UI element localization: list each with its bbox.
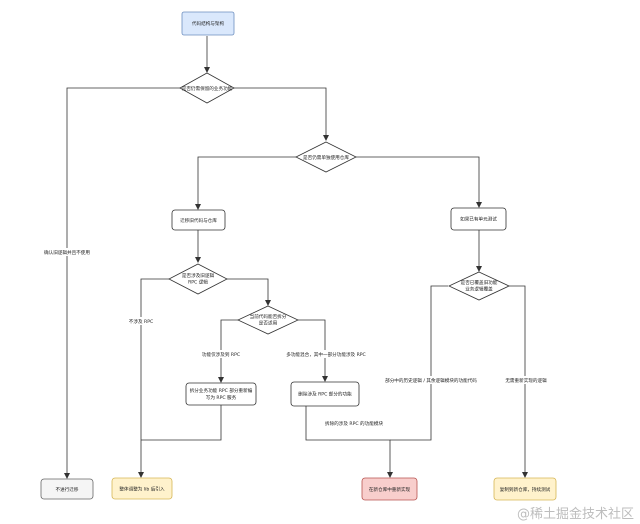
node-adjust-to-lib: 整体调整为 lib 后引入 xyxy=(111,477,173,500)
node-copy-to-new-repo-label: 复制到新仓库，持续测试 xyxy=(500,486,551,493)
edge-label-no-migrate: 确认旧逻辑并且不使用 xyxy=(44,249,90,256)
edge-delete-new-repo xyxy=(305,406,393,478)
edge-d3-whole-rpc xyxy=(138,278,170,478)
node-migrate-old-code-label: 迁移旧代码与仓库 xyxy=(180,217,217,224)
node-adjust-to-lib-label: 整体调整为 lib 后引入 xyxy=(119,486,165,493)
edge-label-no-need: 无需重新实现的逻辑 xyxy=(505,377,547,384)
edge-labels: 确认旧逻辑并且不使用 不涉及 RPC 功能仅涉及到 RPC 多功能混合，其中一部… xyxy=(42,248,547,427)
decision-can-split: 当前代码能否拆分 是否适用 xyxy=(237,305,299,335)
edge-label-split-rpc: 拆除的涉及 RPC 的功能模块 xyxy=(325,420,383,427)
decision-keep-business-label: 是否仍需保留的业务功能 xyxy=(182,85,233,92)
node-has-unit-tests: 如果已有单元测试 xyxy=(450,207,507,231)
node-start: 代码结构与架构 xyxy=(181,11,235,36)
edges xyxy=(64,36,528,479)
decision-old-rpc-logic: 是否涉及旧逻辑 RPC 逻辑 xyxy=(168,263,228,295)
decision-coverage: 是否已覆盖旧功能 业务逻辑覆盖 xyxy=(448,271,510,301)
edge-label-mixed: 多功能混合，其中一部分功能涉及 RPC xyxy=(286,351,366,358)
edge-d2-copy-repo xyxy=(195,156,297,210)
decision-coverage-label-2: 业务逻辑覆盖 xyxy=(465,286,493,293)
decision-can-split-label-1: 当前代码能否拆分 xyxy=(250,313,287,320)
decision-old-rpc-logic-label-2: RPC 逻辑 xyxy=(188,279,208,286)
edge-d3-d4 xyxy=(226,278,271,306)
decision-separate-repo: 是否仍需单独使用仓库 xyxy=(295,141,357,173)
edge-label-no-rpc: 不涉及 RPC xyxy=(129,318,153,325)
edge-d2-tests xyxy=(355,156,482,208)
watermark-text: @稀土掘金技术社区 xyxy=(517,506,634,522)
edge-mod-whole-rpc xyxy=(141,405,222,441)
node-rewrite-rpc-service-label-2: 写为 RPC 服务 xyxy=(206,394,237,401)
node-start-label: 代码结构与架构 xyxy=(192,20,225,27)
node-reimplement-new-repo: 在新仓库中重新实现 xyxy=(361,477,418,501)
decision-coverage-label-1: 是否已覆盖旧功能 xyxy=(461,279,498,286)
node-delete-rpc-part: 删除涉及 RPC 部分的功能 xyxy=(290,381,360,407)
node-reimplement-new-repo-label: 在新仓库中重新实现 xyxy=(369,486,411,493)
node-migrate-old-code: 迁移旧代码与仓库 xyxy=(171,209,226,231)
node-no-migrate-label: 不进行迁移 xyxy=(56,486,79,493)
decision-can-split-label-2: 是否适用 xyxy=(259,320,278,327)
edge-label-partial: 部分中的历史逻辑 / 其余逻辑模块的功能代码 xyxy=(385,377,477,384)
edge-d4-delete-code xyxy=(297,319,328,382)
node-rewrite-rpc-service-label-1: 拆分业务功能 RPC 部分重新编 xyxy=(190,387,253,394)
edge-d5-new-repo xyxy=(390,285,448,441)
edge-d1-d2 xyxy=(233,87,329,141)
decision-old-rpc-logic-label-1: 是否涉及旧逻辑 xyxy=(182,272,215,279)
node-delete-rpc-part-label: 删除涉及 RPC 部分的功能 xyxy=(298,391,352,398)
edge-label-rpc-only: 功能仅涉及到 RPC xyxy=(202,351,240,358)
edge-d1-no-migrate xyxy=(64,87,181,479)
node-rewrite-rpc-service: 拆分业务功能 RPC 部分重新编 写为 RPC 服务 xyxy=(185,382,257,406)
decision-separate-repo-label: 是否仍需单独使用仓库 xyxy=(303,154,349,161)
node-copy-to-new-repo: 复制到新仓库，持续测试 xyxy=(493,477,557,501)
node-has-unit-tests-label: 如果已有单元测试 xyxy=(460,216,497,223)
decision-keep-business: 是否仍需保留的业务功能 xyxy=(179,72,235,104)
node-no-migrate: 不进行迁移 xyxy=(40,478,94,500)
edge-d4-mod xyxy=(218,319,239,383)
edge-d5-copy-new xyxy=(508,285,528,478)
